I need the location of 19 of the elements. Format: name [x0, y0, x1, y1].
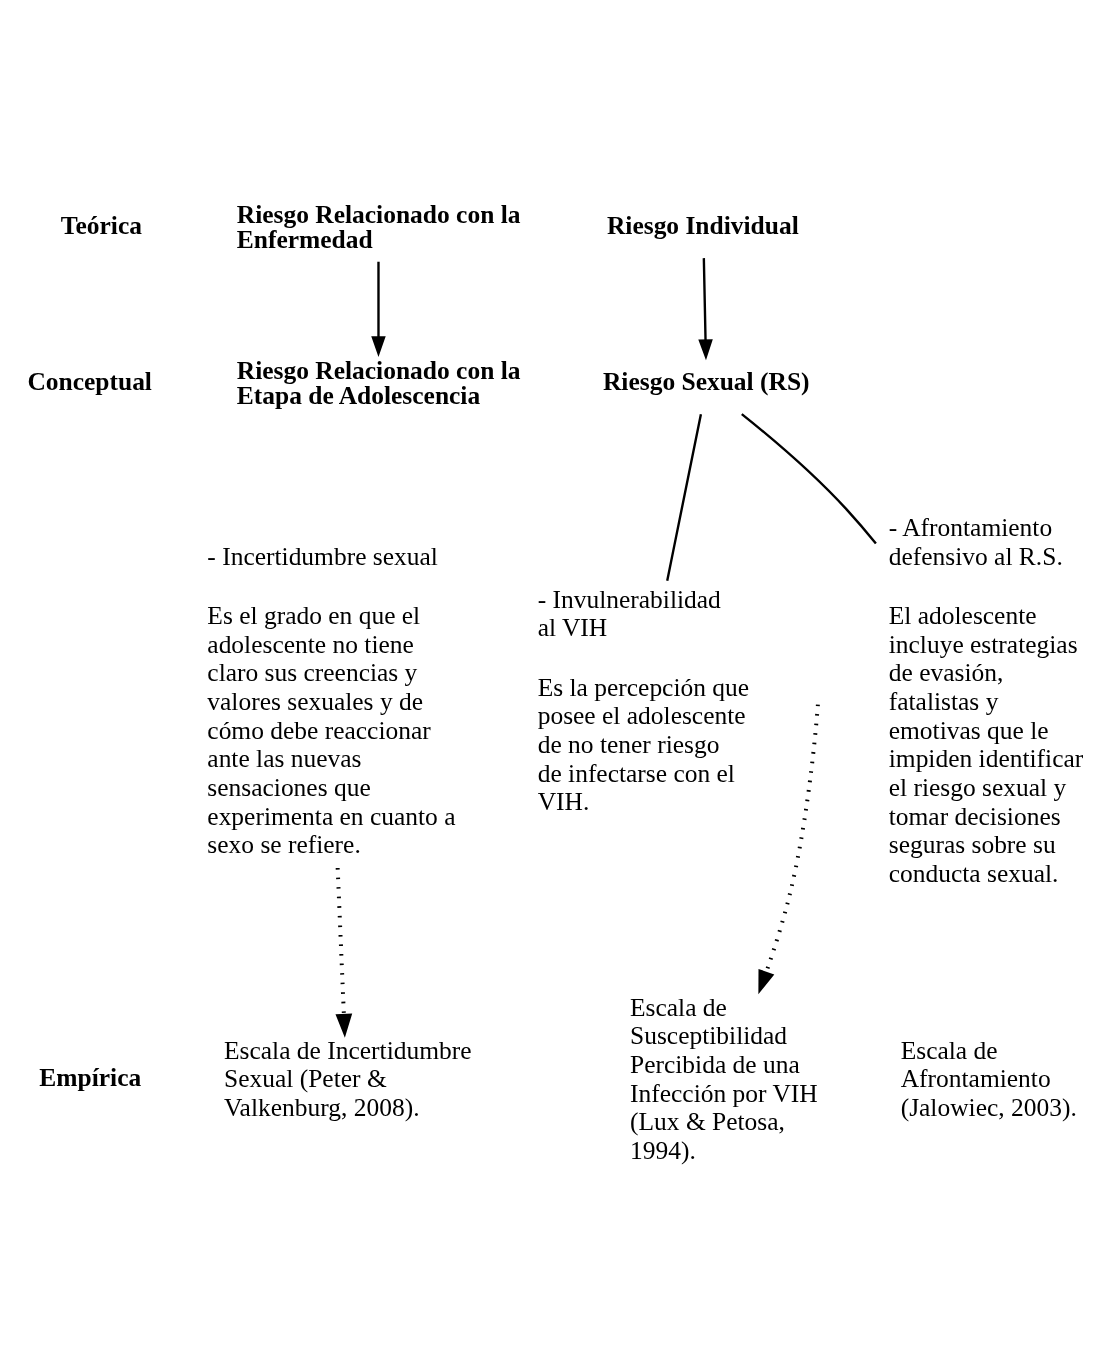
node-text: Riesgo Sexual (RS)	[602, 366, 810, 396]
label: Teórica	[60, 210, 142, 240]
arrow	[335, 867, 353, 1038]
node-text: Escala de Afrontamiento (Jalowiec, 2003).	[900, 1035, 1077, 1122]
label: Empírica	[39, 1062, 142, 1092]
node-text: Escala de Susceptibilidad Percibida de una Infección por VIH (Lux & Petosa, 1994).	[630, 992, 818, 1165]
arrow	[698, 258, 713, 361]
node-text: - Invulnerabilidad al VIH Es la percepción que posee el adolescente de no tener riesgo de infectarse con el VIH.	[537, 584, 750, 817]
arrow	[371, 261, 386, 357]
node-text: Riesgo Relacionado con la Enfermedad	[236, 199, 521, 254]
node-text: Riesgo Individual	[606, 210, 799, 240]
connector	[666, 413, 703, 581]
arrow	[758, 704, 820, 995]
node-text: - Incertidumbre sexual Es el grado en que el adolescente no tiene claro sus creencias y valores sexuales y de cómo debe reaccionar ante las nuevas sensaciones que experimenta en cuanto a sexo se refiere.	[207, 541, 456, 860]
connector	[741, 413, 877, 545]
node-text: Riesgo Relacionado con la Etapa de Adolescencia	[236, 355, 521, 411]
label: Conceptual	[27, 366, 152, 396]
node-text: Escala de Incertidumbre Sexual (Peter & Valkenburg, 2008).	[224, 1035, 472, 1122]
node-text: - Afrontamiento defensivo al R.S. El adolescente incluye estrategias de evasión, fatalistas y emotivas que le impiden identificar el riesgo sexual y tomar decisiones seguras sobre su conducta sexual.	[888, 513, 1084, 888]
